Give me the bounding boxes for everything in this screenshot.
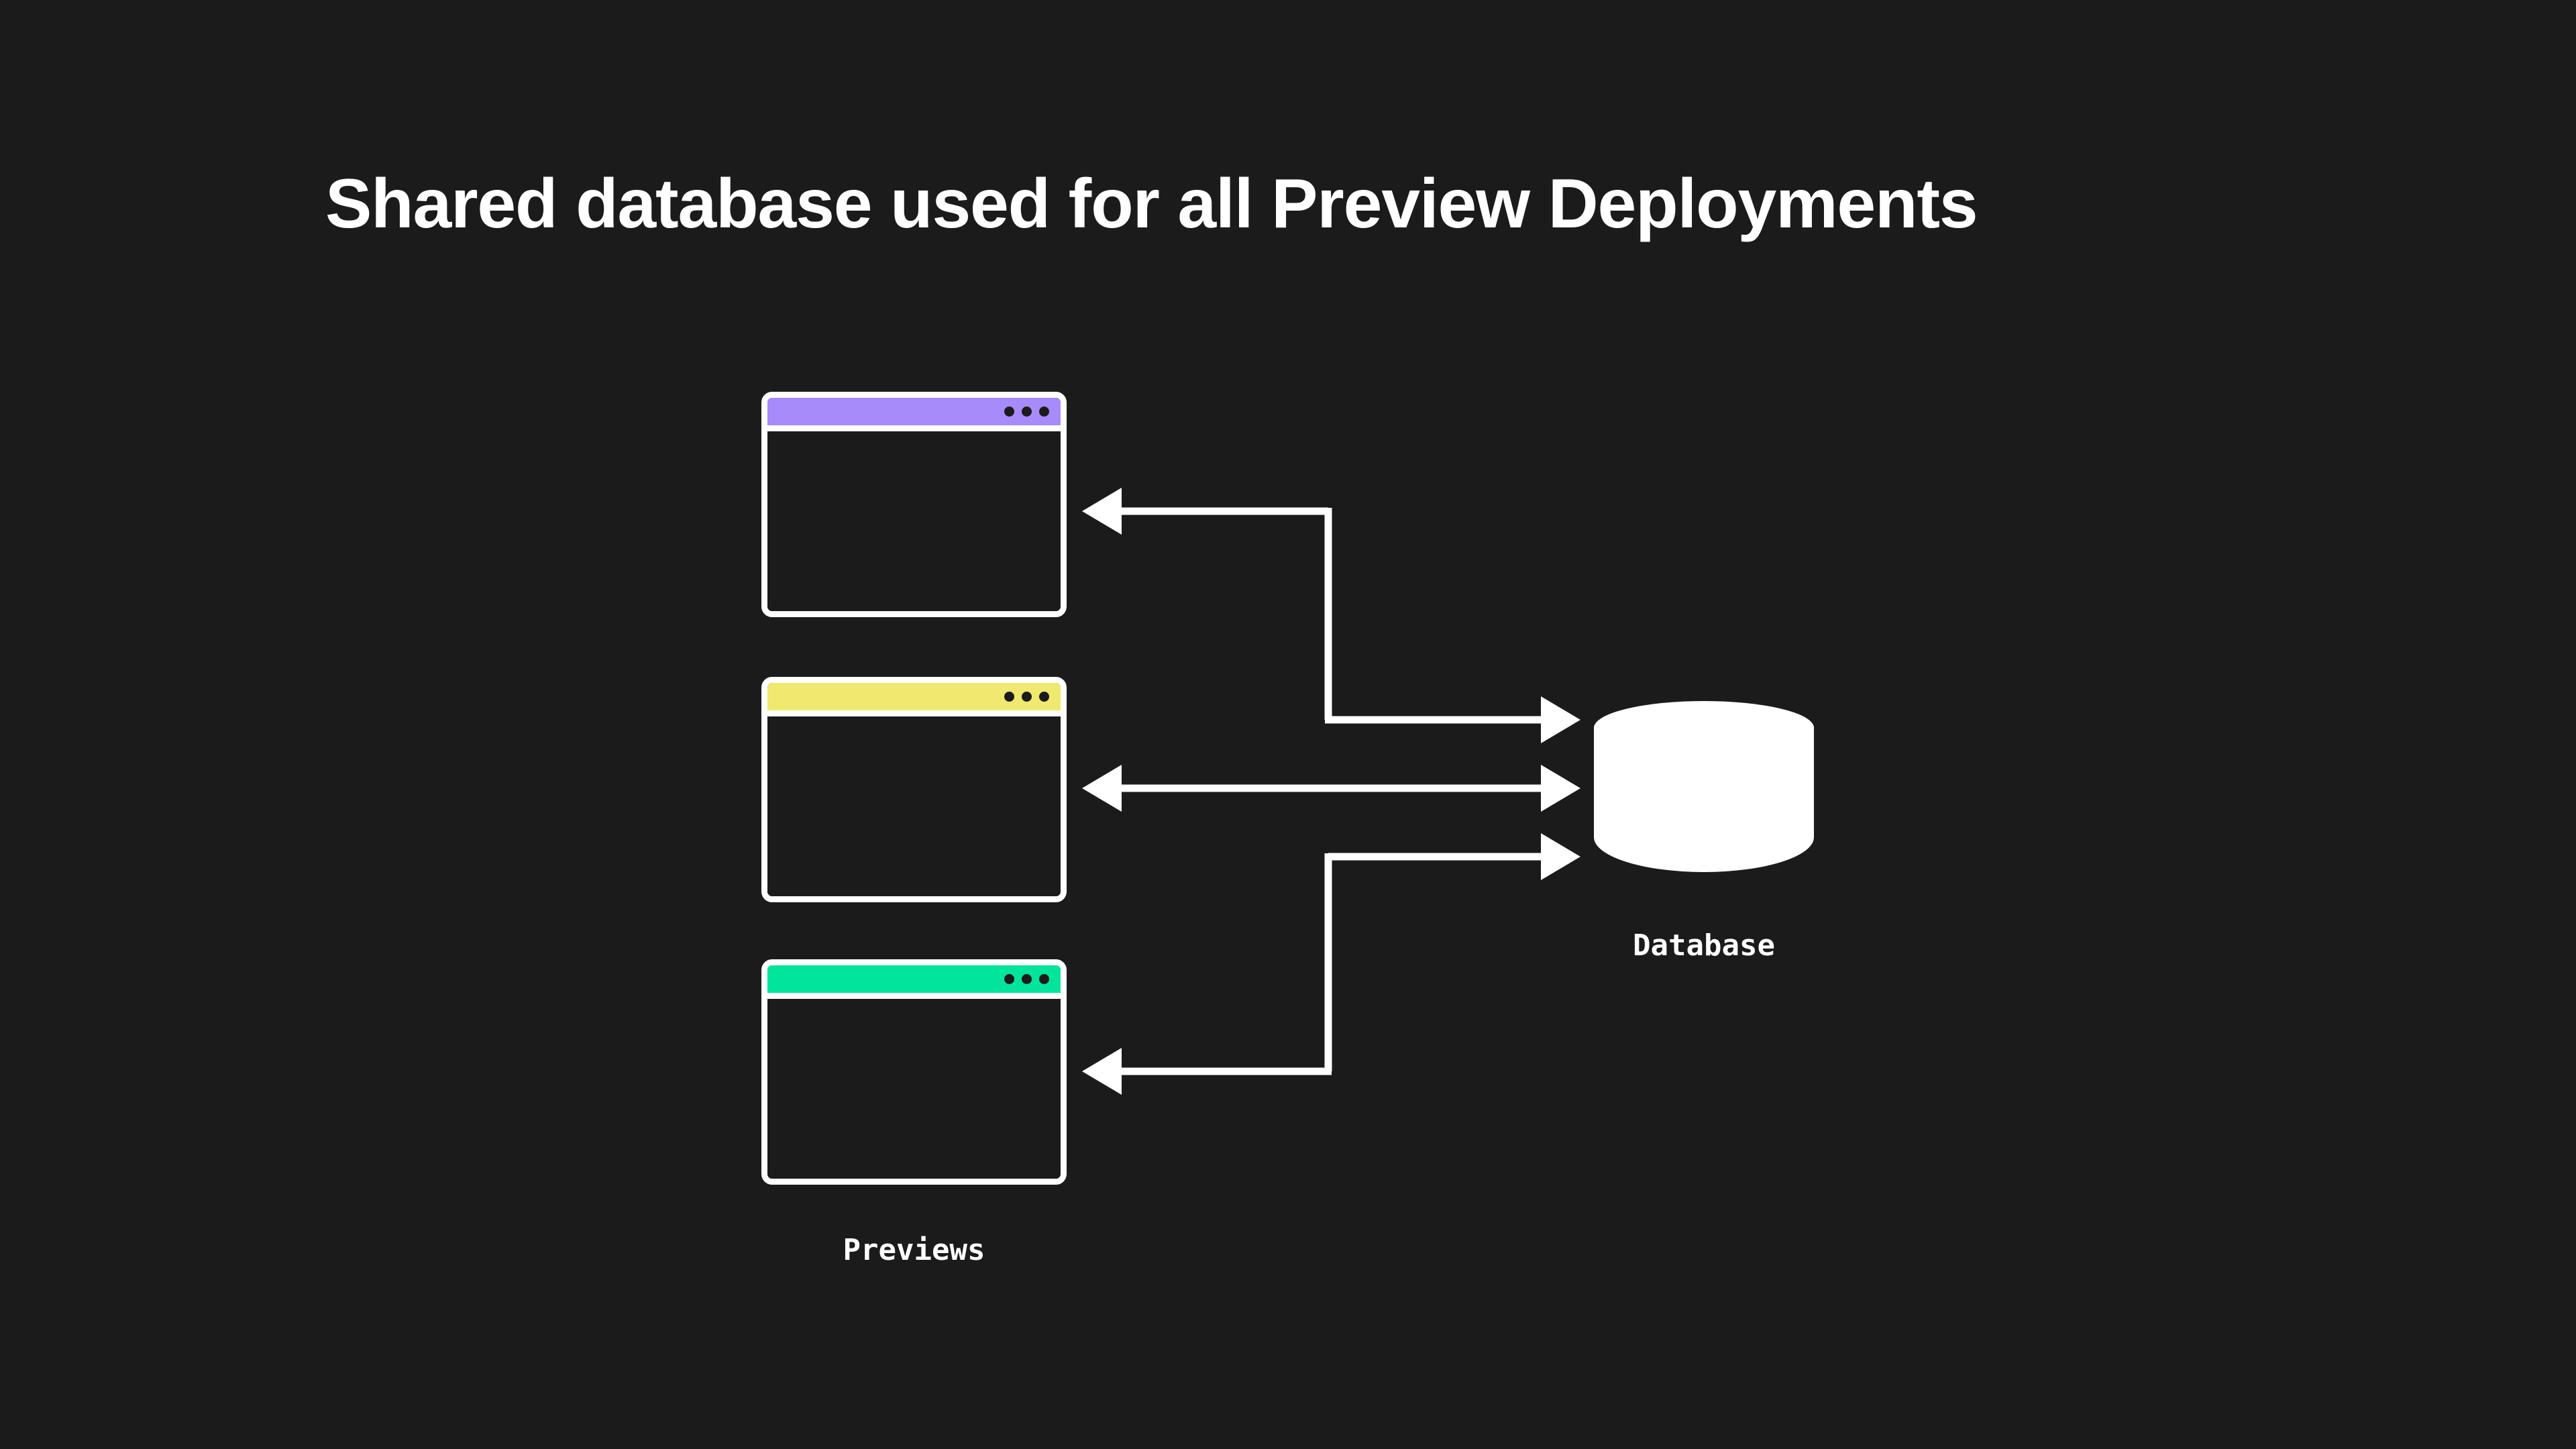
window-dot-icon bbox=[1039, 692, 1049, 702]
preview-window-green[interactable] bbox=[761, 959, 1067, 1185]
window-dot-icon bbox=[1022, 692, 1032, 702]
window-body-purple bbox=[767, 431, 1061, 611]
window-titlebar-green bbox=[767, 965, 1061, 999]
preview-window-yellow[interactable] bbox=[761, 677, 1067, 902]
window-titlebar-yellow bbox=[767, 683, 1061, 716]
preview-window-purple[interactable] bbox=[761, 392, 1067, 617]
window-titlebar-purple bbox=[767, 398, 1061, 431]
window-dot-icon bbox=[1039, 974, 1049, 984]
window-dot-icon bbox=[1039, 407, 1049, 417]
window-dots-green bbox=[1004, 974, 1049, 984]
database-cylinder-icon bbox=[1594, 701, 1814, 872]
window-dot-icon bbox=[1004, 692, 1014, 702]
database-label: Database bbox=[1633, 928, 1775, 963]
page-title: Shared database used for all Preview Dep… bbox=[325, 165, 1978, 243]
window-dot-icon bbox=[1022, 974, 1032, 984]
database-node[interactable] bbox=[1591, 700, 1817, 874]
window-body-yellow bbox=[767, 716, 1061, 896]
window-dot-icon bbox=[1022, 407, 1032, 417]
window-dots-purple bbox=[1004, 407, 1049, 417]
window-dot-icon bbox=[1004, 974, 1014, 984]
window-body-green bbox=[767, 999, 1061, 1179]
previews-group-label: Previews bbox=[843, 1233, 985, 1267]
connector-yellow-to-database bbox=[1082, 765, 1580, 812]
connector-green-to-database bbox=[1082, 833, 1580, 1095]
window-dots-yellow bbox=[1004, 692, 1049, 702]
window-dot-icon bbox=[1004, 407, 1014, 417]
connector-purple-to-database bbox=[1082, 488, 1580, 743]
